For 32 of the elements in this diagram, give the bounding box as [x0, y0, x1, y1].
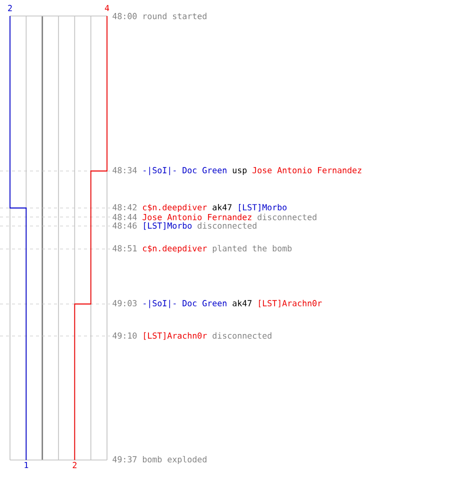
time-label: 49:10	[112, 332, 137, 339]
player-name: [LST]Morbo	[144, 222, 192, 230]
time-label: 48:00	[112, 12, 137, 20]
player-name: Jose Antonio Fernandez	[252, 166, 362, 174]
time-label: 48:44	[112, 214, 137, 220]
weapon-name: usp	[232, 168, 247, 175]
count-label: 1	[24, 462, 28, 468]
count-label: 4	[104, 4, 110, 12]
time-label: 48:51	[112, 245, 137, 252]
player-name: [LST]Arachn0r	[144, 332, 207, 340]
weapon-name: ak47	[232, 300, 252, 306]
time-label: 48:34	[112, 167, 137, 174]
time-label: 49:03	[112, 300, 137, 306]
player-name: -|SoI|- Doc Green	[144, 300, 226, 308]
time-label: 48:46	[112, 222, 137, 229]
player-name: c$n.deepdiver	[142, 204, 207, 212]
count-label: 2	[8, 4, 12, 12]
event-text: bomb exploded	[142, 456, 206, 464]
event-text: planted the bomb	[212, 244, 292, 254]
player-name: Jose Antonio Fernandez	[142, 214, 252, 220]
player-name: -|SoI|- Doc Green	[144, 166, 226, 176]
event-text: disconnected	[258, 214, 316, 220]
event-text: round started	[144, 12, 206, 20]
player-name: [LST]Arachn0r	[259, 300, 322, 308]
player-name: [LST]Morbo	[239, 204, 287, 212]
count-label: 2	[72, 462, 76, 468]
weapon-name: ak47	[212, 204, 232, 210]
time-label: 48:42	[112, 204, 136, 210]
time-label: 49:37	[112, 456, 137, 462]
event-text: disconnected	[212, 332, 272, 339]
player-name: c$n.deepdiver	[142, 245, 207, 254]
event-text: disconnected	[198, 222, 256, 229]
